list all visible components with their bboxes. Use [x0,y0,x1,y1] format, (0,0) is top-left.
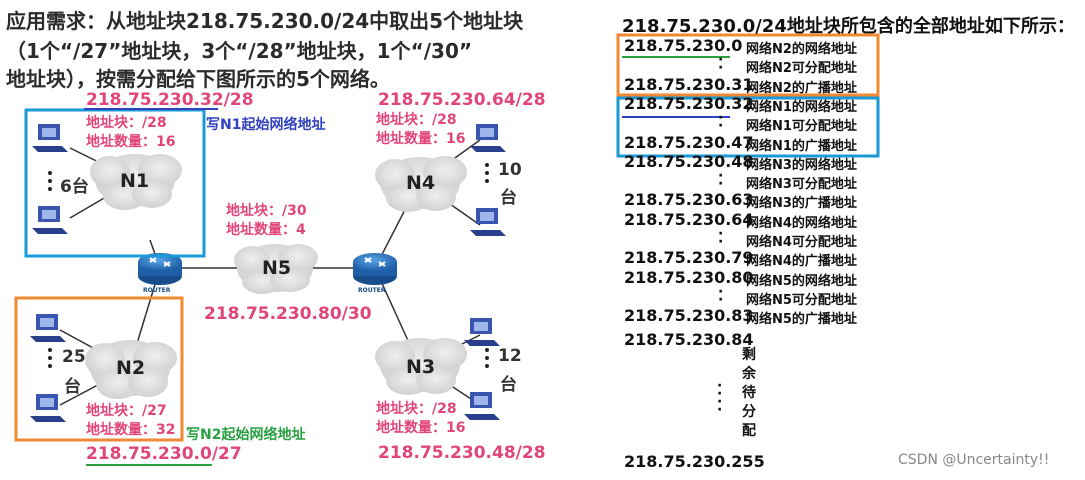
n2-count: 地址数量：32 [86,422,176,438]
cloud-n3-icon [375,338,467,395]
address-value: 218.75.230.47 [624,132,754,152]
host-dots [48,163,489,368]
pc-n2-bottom-icon [30,394,66,422]
n1-range-box [616,96,880,158]
n2-highlight-box [14,296,184,442]
n3-hosts-unit: 台 [500,375,517,395]
n4-block: 地址块：/28 [376,112,457,128]
address-description: 网络N4的广播地址 [746,254,857,270]
n2-hint: 写N2起始网络地址 [186,427,306,443]
n1-count: 地址数量：16 [86,134,176,150]
requirement-line-3: 地址块），按需分配给下图所示的5个网络。 [6,67,390,91]
address-description: 网络N4的网络地址 [746,215,857,231]
address-description: 网络N1可分配地址 [746,119,857,135]
n3-block: 地址块：/28 [376,401,457,417]
address-description: 网络N2的网络地址 [746,42,857,57]
n1-name: N1 [120,170,150,192]
pc-n1-bottom-icon [32,206,68,234]
address-description: 网络N1的广播地址 [746,138,857,154]
router-left-label: ROUTER [143,287,171,294]
n1-hosts: 6台 [60,177,89,197]
address-description: 网络N2可分配地址 [746,61,857,77]
address-description: 网络N3的网络地址 [746,157,857,173]
address-description: 网络N1的网络地址 [746,99,857,115]
range-dots: ·· [718,283,724,308]
remaining-char: 待 [742,385,756,401]
address-value: 218.75.230.63 [624,190,754,210]
n5-block: 地址块：/30 [226,203,307,219]
n5-name: N5 [262,257,292,279]
address-description: 网络N5的广播地址 [746,312,857,328]
watermark: CSDN @Uncertainty!! [898,452,1050,468]
n3-count: 地址数量：16 [376,420,466,436]
address-list-title: 218.75.230.0/24地址块所包含的全部地址如下所示： [622,16,1075,37]
range-dots: ·· [718,226,724,250]
n2-hosts-unit: 台 [64,377,81,397]
address-description: 网络N3的广播地址 [746,196,857,212]
cloud-n5-icon [234,244,318,294]
requirement-line-2: （1个“/27”地址块，3个“/28”地址块，1个“/30” [6,39,473,63]
address-description: 网络N5可分配地址 [746,292,857,308]
remaining-char: 配 [742,423,756,439]
n4-count: 地址数量：16 [376,131,466,147]
n2-name: N2 [116,357,146,379]
address-value: 218.75.230.80 [624,267,754,287]
address-description: 网络N4可分配地址 [746,235,857,250]
tail-address: 218.75.230.84 [624,330,754,349]
address-description: 网络N3可分配地址 [746,177,857,193]
requirement-line-1: 应用需求：从地址块218.75.230.0/24中取出5个地址块 [6,9,524,33]
router-left-icon [138,253,182,285]
n3-name: N3 [406,356,436,378]
n2-hosts-number: 25 [62,347,86,367]
n1-address: 218.75.230.32/28 [86,90,254,110]
cloud-n2-icon [85,340,177,399]
address-value: 218.75.230.64 [624,209,754,229]
router-right-icon [353,253,397,285]
address-value: 218.75.230.48 [624,151,754,171]
remaining-char: 余 [742,366,756,382]
n1-hint: 写N1起始网络地址 [206,117,326,133]
range-dots: ·· [718,110,724,135]
n4-address: 218.75.230.64/28 [378,90,546,110]
address-description: 网络N2的广播地址 [746,80,857,96]
n3-hosts-number: 12 [498,346,522,366]
n4-hosts-unit: 台 [500,188,517,208]
n4-name: N4 [406,172,436,194]
n2-address: 218.75.230.0/27 [86,444,242,464]
remaining-char: 剩 [742,347,756,363]
range-dots: ·· [718,52,724,77]
n2-block: 地址块：/27 [86,403,167,419]
last-address: 218.75.230.255 [624,452,765,471]
n5-address: 218.75.230.80/30 [204,304,372,324]
address-value: 218.75.230.0 [624,36,743,55]
n4-hosts-number: 10 [498,160,522,180]
remaining-label: 剩 余 待 分 配 [742,346,756,441]
cloud-n4-icon [375,156,467,212]
n5-count: 地址数量：4 [226,222,306,238]
pc-n4-bottom-icon [470,208,506,236]
remaining-dots: ···· [717,378,723,418]
pc-n4-top-icon [470,124,506,152]
pc-n3-bottom-icon [464,392,500,420]
address-description: 网络N5的网络地址 [746,273,857,289]
n2-range-box [616,33,880,97]
address-value: 218.75.230.79 [624,248,754,268]
cloud-n1-icon [90,154,182,210]
remaining-char: 分 [742,404,756,420]
pc-n2-top-icon [30,314,66,342]
range-dots: ·· [718,168,724,193]
address-value: 218.75.230.83 [624,306,754,326]
host-computer-icons [30,124,506,422]
pc-n1-top-icon [32,124,68,152]
address-value: 218.75.230.32 [624,93,754,113]
pc-n3-top-icon [464,318,500,346]
router-right-label: ROUTER [358,287,386,294]
n3-address: 218.75.230.48/28 [378,443,546,463]
address-value: 218.75.230.31 [624,74,754,94]
n1-block: 地址块：/28 [86,115,167,131]
